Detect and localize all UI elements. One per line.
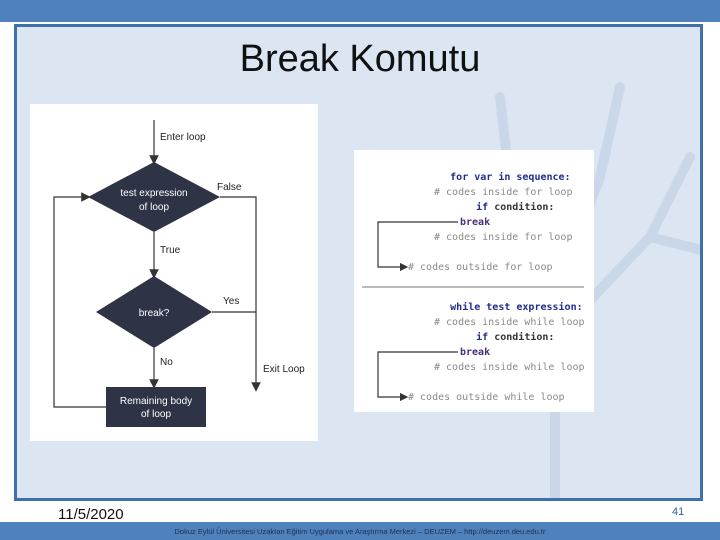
bottom-bar (0, 522, 720, 540)
for-var: var (468, 172, 498, 183)
exit-loop-label: Exit Loop (263, 364, 305, 375)
test-expression-line2: of loop (139, 202, 169, 213)
break-diamond (96, 276, 212, 348)
for-if-keyword: if (476, 201, 488, 213)
slide-footer: Dokuz Eylül Üniversitesi Uzaktan Eğitim … (174, 527, 546, 536)
test-expression-diamond (88, 162, 220, 232)
for-keyword: for (450, 172, 468, 183)
flowchart-panel: Enter loop test expression of loop False… (30, 104, 318, 441)
for-condition: condition: (488, 201, 554, 213)
while-condition: condition: (488, 331, 554, 343)
for-comment-3: # codes outside for loop (408, 262, 553, 273)
while-break-arrow (377, 351, 458, 402)
for-if-line: if condition: (434, 201, 585, 213)
code-panel: for var in sequence: # codes inside for … (354, 150, 594, 412)
in-keyword: in (498, 171, 510, 183)
while-comment-1: # codes inside while loop (434, 317, 585, 328)
while-line: while test expression: (408, 301, 594, 313)
code-diagram: for var in sequence: # codes inside for … (362, 171, 594, 403)
false-label: False (217, 182, 242, 193)
while-if-keyword: if (476, 331, 488, 343)
for-break-arrow (377, 221, 458, 272)
while-comment-3: # codes outside while loop (408, 392, 565, 403)
page-number: 41 (672, 506, 685, 518)
for-line: for var in sequence: (408, 171, 594, 183)
loop-back-line (53, 192, 106, 408)
remaining-body-box (106, 387, 206, 427)
no-label: No (160, 357, 173, 368)
false-branch-line (220, 196, 261, 392)
while-if-line: if condition: (434, 331, 585, 343)
while-break-keyword: break (460, 347, 490, 358)
test-expression-line1: test expression (120, 188, 187, 199)
while-comment-2: # codes inside while loop (434, 362, 585, 373)
remaining-body-line1: Remaining body (120, 396, 192, 407)
flowchart-diagram: Enter loop test expression of loop False… (53, 120, 305, 427)
while-expression: test expression: (480, 301, 582, 313)
slide-date: 11/5/2020 (58, 506, 124, 523)
yes-label: Yes (223, 296, 239, 307)
for-comment-2: # codes inside for loop (434, 232, 572, 243)
break-question-label: break? (139, 308, 170, 319)
slide-title: Break Komutu (239, 38, 481, 80)
enter-loop-label: Enter loop (160, 132, 206, 143)
while-keyword: while (450, 301, 480, 313)
top-bar (0, 0, 720, 22)
true-label: True (160, 245, 181, 256)
for-comment-1: # codes inside for loop (434, 187, 572, 198)
for-sequence: sequence: (510, 172, 570, 183)
remaining-body-line2: of loop (141, 409, 171, 420)
for-break-keyword: break (460, 217, 490, 228)
